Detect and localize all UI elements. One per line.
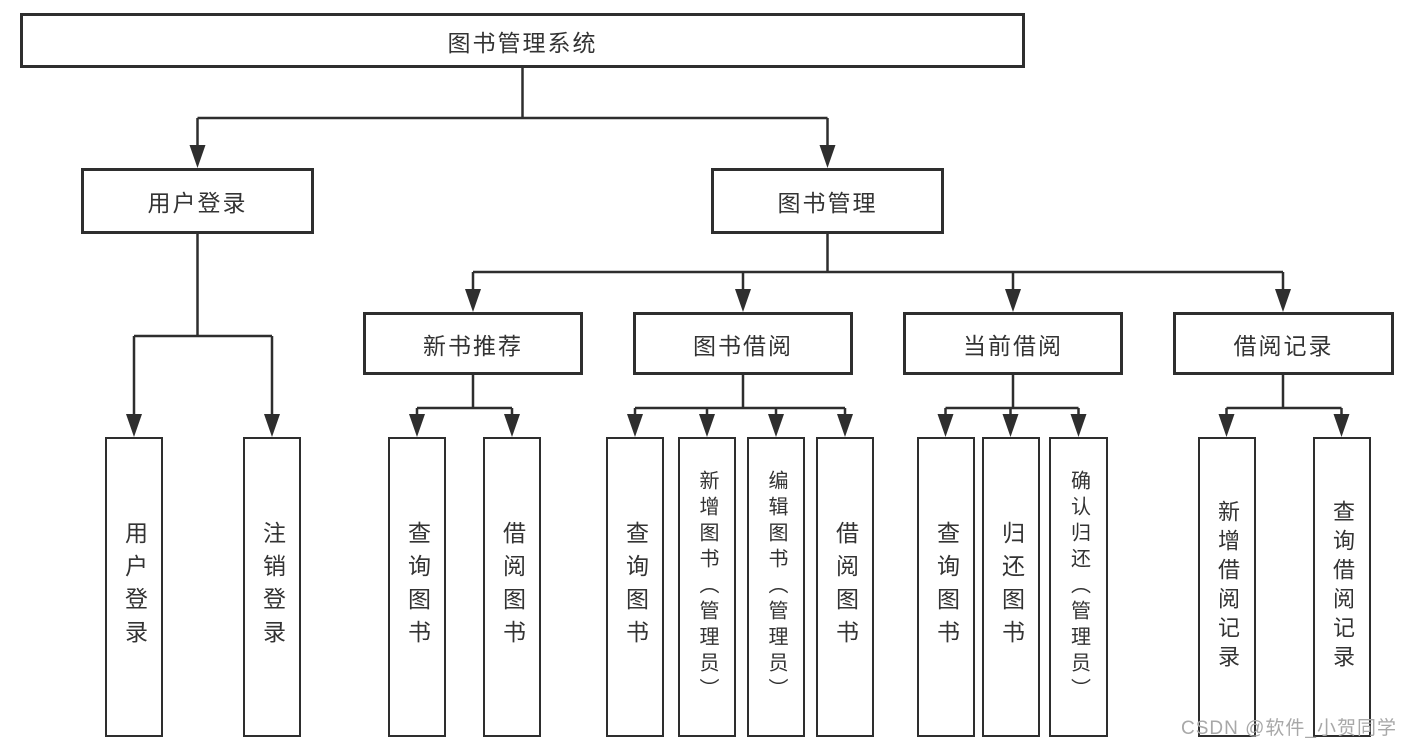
leaf-logout: 注销登录 — [243, 437, 301, 737]
leaf-edit-books-admin-label: 编辑图书（管理员） — [765, 470, 787, 704]
node-new-book-recommendation-label: 新书推荐 — [423, 332, 523, 359]
leaf-borrow-books-label: 借阅图书 — [832, 521, 859, 653]
leaf-borrow-books: 借阅图书 — [816, 437, 874, 737]
leaf-query-borrow-record-label: 查询借阅记录 — [1330, 500, 1355, 674]
leaf-borrow-books-recommend: 借阅图书 — [483, 437, 541, 737]
node-borrowing-records: 借阅记录 — [1173, 312, 1394, 375]
leaf-query-books-recommend-label: 查询图书 — [404, 521, 431, 653]
leaf-query-books-borrow: 查询图书 — [606, 437, 664, 737]
connector-path — [132, 68, 1343, 418]
leaf-add-books-admin: 新增图书（管理员） — [678, 437, 736, 737]
leaf-add-borrow-record: 新增借阅记录 — [1198, 437, 1256, 737]
leaf-borrow-books-recommend-label: 借阅图书 — [499, 521, 526, 653]
leaf-query-borrow-record: 查询借阅记录 — [1313, 437, 1371, 737]
node-root: 图书管理系统 — [20, 13, 1025, 68]
leaf-confirm-return-admin-label: 确认归还（管理员） — [1067, 470, 1090, 704]
node-book-borrowing: 图书借阅 — [633, 312, 853, 375]
leaf-add-borrow-record-label: 新增借阅记录 — [1215, 500, 1240, 674]
node-current-borrowing-label: 当前借阅 — [963, 332, 1063, 359]
node-new-book-recommendation: 新书推荐 — [363, 312, 583, 375]
node-user-login: 用户登录 — [81, 168, 314, 234]
leaf-user-login: 用户登录 — [105, 437, 163, 737]
leaf-user-login-label: 用户登录 — [121, 521, 148, 653]
node-book-management: 图书管理 — [711, 168, 944, 234]
node-user-login-label: 用户登录 — [147, 190, 248, 216]
watermark: CSDN @软件_小贺同学 — [1181, 718, 1397, 739]
node-book-management-label: 图书管理 — [777, 190, 878, 216]
node-borrowing-records-label: 借阅记录 — [1233, 332, 1334, 359]
leaf-query-books-current: 查询图书 — [917, 437, 975, 737]
leaf-edit-books-admin: 编辑图书（管理员） — [747, 437, 805, 737]
node-root-label: 图书管理系统 — [447, 29, 598, 56]
leaf-query-books-borrow-label: 查询图书 — [622, 521, 649, 653]
node-book-borrowing-label: 图书借阅 — [693, 332, 793, 359]
leaf-query-books-recommend: 查询图书 — [388, 437, 446, 737]
leaf-return-books: 归还图书 — [982, 437, 1040, 737]
leaf-confirm-return-admin: 确认归还（管理员） — [1049, 437, 1108, 737]
leaf-add-books-admin-label: 新增图书（管理员） — [696, 470, 718, 704]
leaf-query-books-current-label: 查询图书 — [933, 521, 960, 653]
leaf-logout-label: 注销登录 — [259, 521, 286, 653]
node-current-borrowing: 当前借阅 — [903, 312, 1123, 375]
leaf-return-books-label: 归还图书 — [998, 521, 1025, 653]
